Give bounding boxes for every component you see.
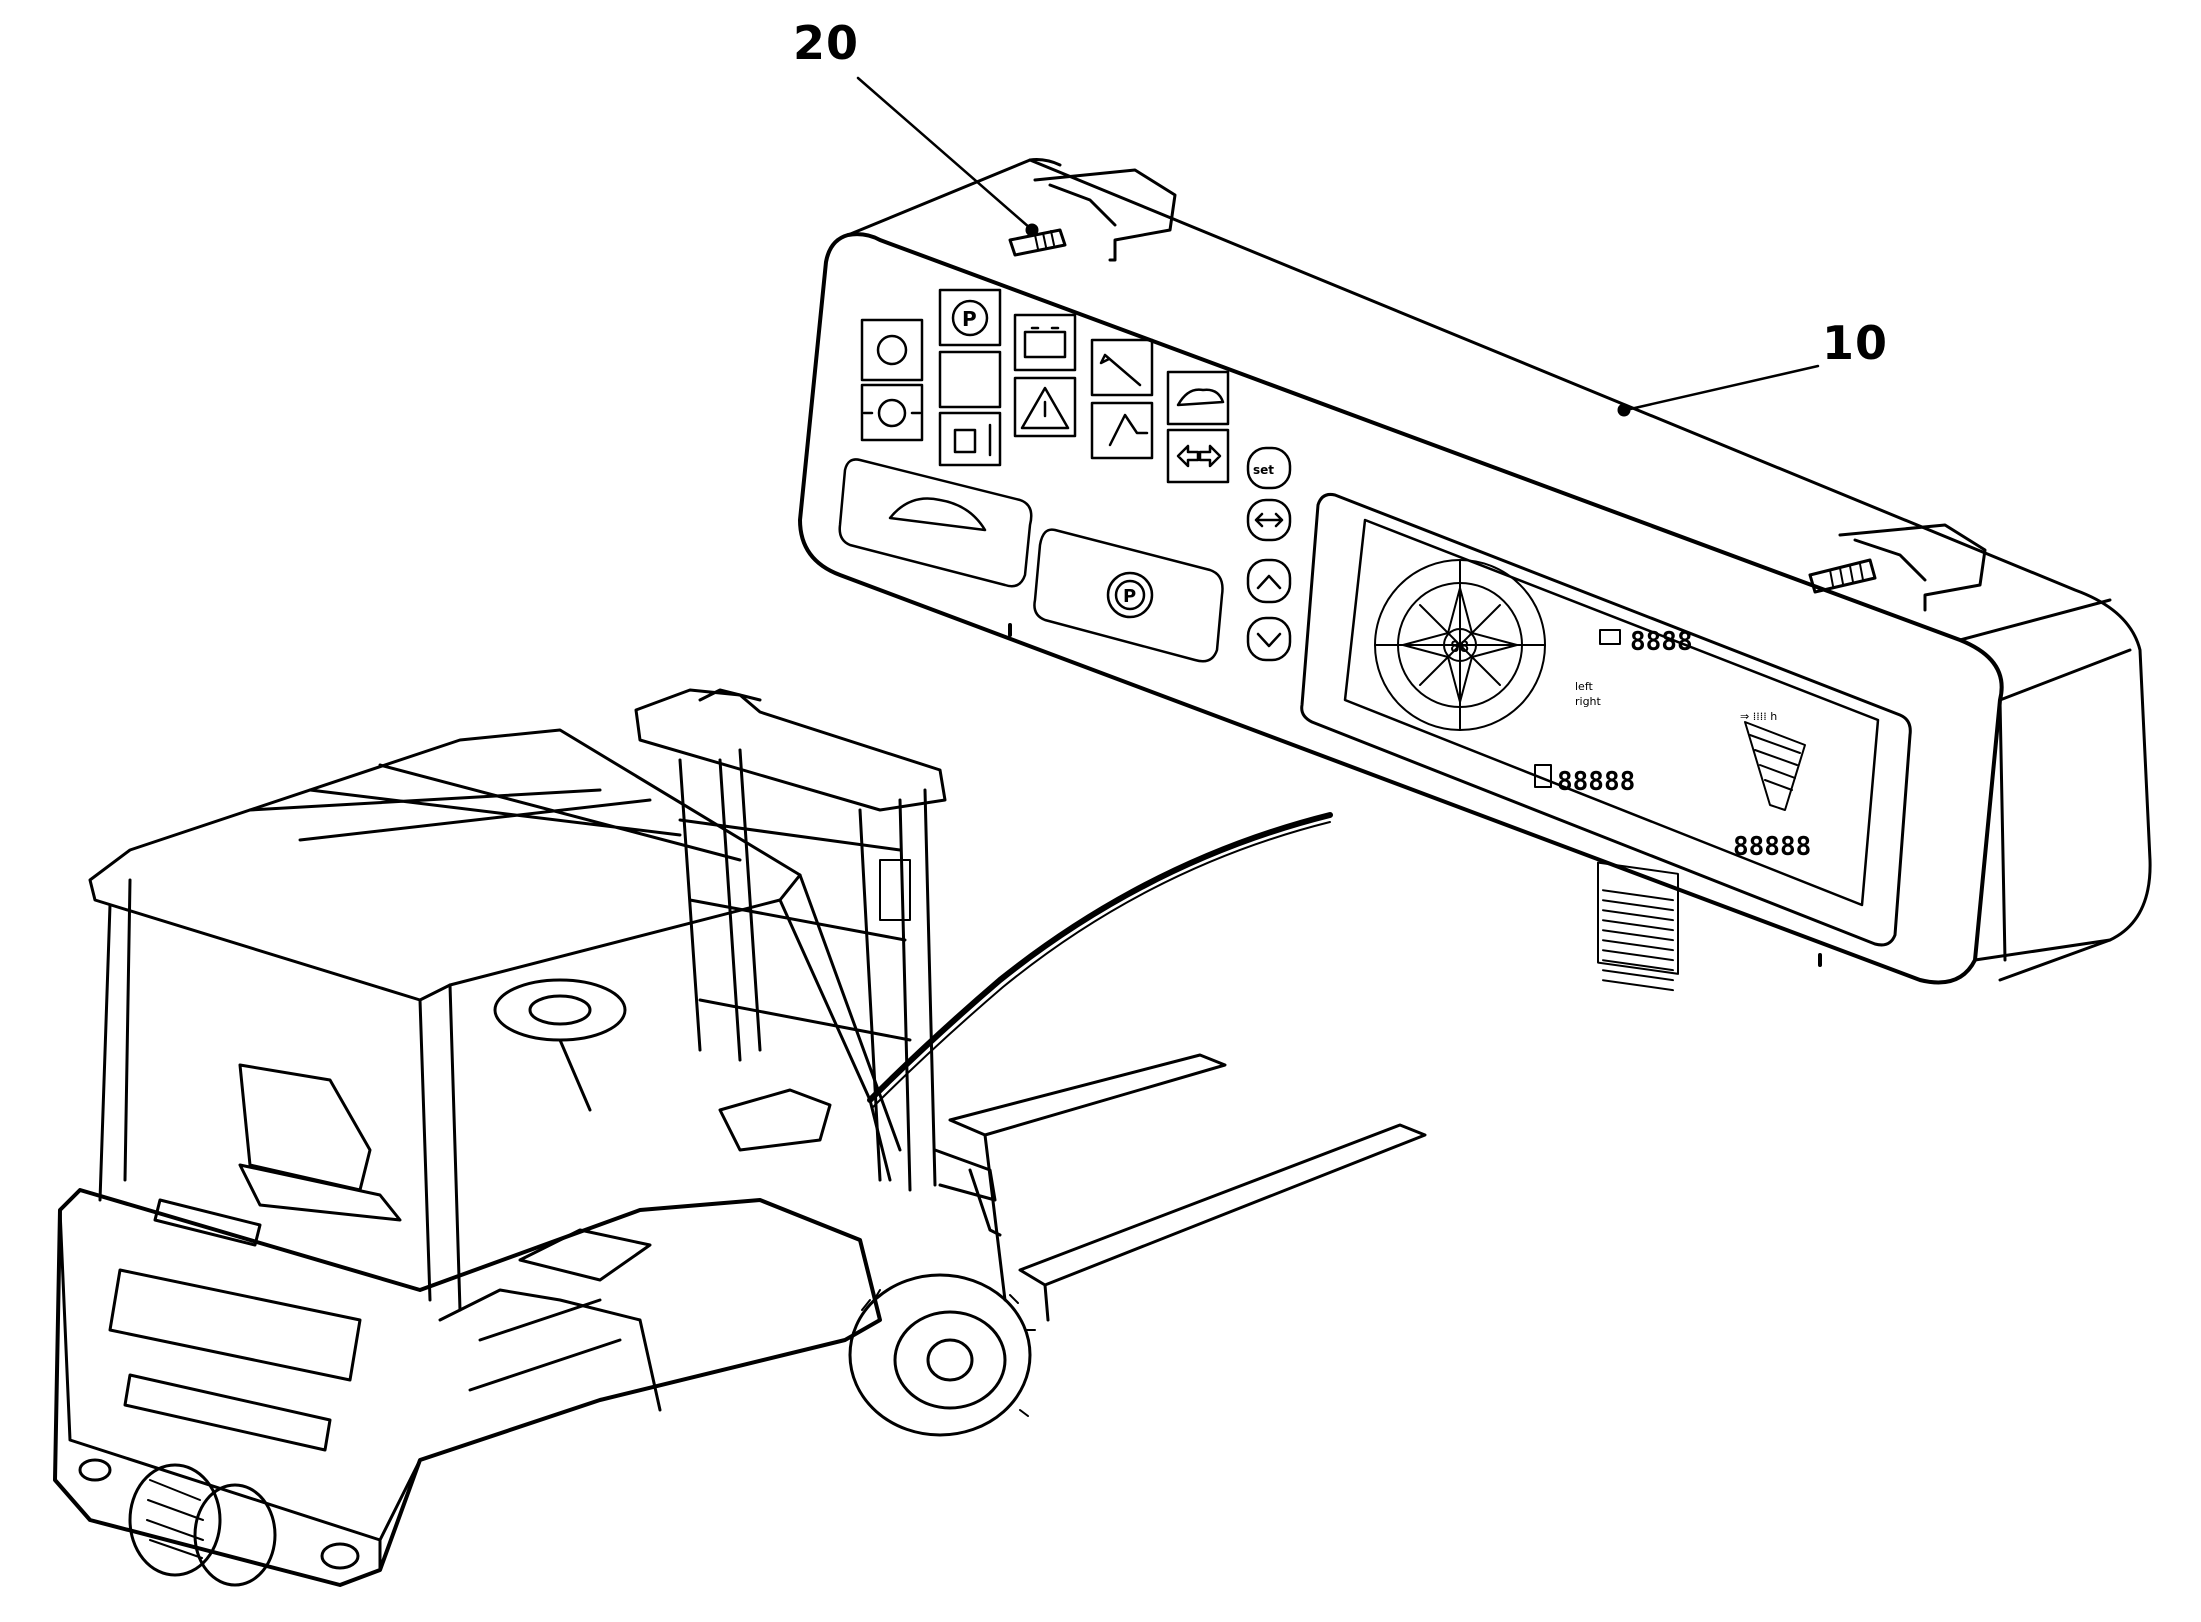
forklift	[53, 688, 1427, 1587]
front-wheel	[848, 1273, 1036, 1437]
battery-bar-graph	[1597, 861, 1679, 992]
vehicle-mode-button	[838, 458, 1033, 588]
forks	[948, 1053, 1427, 1322]
temperature-icon-box	[938, 411, 1002, 467]
mounting-clip-left	[1033, 168, 1177, 262]
up-button	[1246, 558, 1292, 604]
overhead-guard	[88, 728, 902, 1312]
lcd-right-digits: 88888	[1733, 832, 1811, 862]
svg-text:P: P	[962, 307, 977, 331]
lcd-right-header: ⇒ ⁞⁞⁞⁞ h	[1740, 710, 1777, 723]
down-button	[1246, 616, 1292, 662]
lcd-small-digits: 8888	[1630, 627, 1693, 657]
callout-label-20: 20	[793, 16, 860, 70]
brake-warning-icon-box	[860, 383, 924, 442]
steering-indicator	[1374, 559, 1546, 731]
steering-wheel	[493, 978, 627, 1112]
callout-label-10: 10	[1822, 316, 1889, 370]
connection-cable	[867, 812, 1333, 1103]
nav-buttons: set	[1246, 446, 1292, 662]
vehicle-icon-box	[1166, 370, 1230, 426]
display-panel: P P	[798, 158, 2152, 992]
battery-icon-box	[1013, 313, 1077, 372]
speed-indicator	[1744, 721, 1806, 811]
operator-seat	[238, 1063, 402, 1222]
svg-text:set: set	[1253, 463, 1274, 477]
svg-text:P: P	[1123, 586, 1136, 607]
service-wrench-icon-box	[1090, 338, 1154, 397]
set-button	[1246, 446, 1292, 490]
chassis	[53, 1188, 882, 1587]
lcd-display: 88 left right 8888 ⇒ ⁞⁞⁞⁞ h 88888 88888	[1300, 493, 1912, 992]
lcd-lower-digits: 88888	[1557, 767, 1635, 797]
mast	[634, 688, 1002, 1237]
lcd-small-label-2: right	[1575, 695, 1602, 708]
engine-oil-icon-box	[860, 318, 924, 382]
mounting-clip-right	[1808, 523, 1987, 612]
toggle-button	[1246, 498, 1292, 542]
parking-brake-icon-box	[938, 288, 1002, 347]
indicator-grid: P	[860, 288, 1230, 484]
parking-brake-button: P	[1033, 528, 1224, 663]
lcd-center-digits: 88	[1450, 637, 1469, 656]
leader-line-10	[1617, 364, 1820, 417]
mounted-display	[718, 1088, 832, 1152]
direction-arrows-icon-box	[1166, 428, 1230, 484]
screw-20	[1008, 228, 1067, 257]
rear-wheels	[128, 1463, 277, 1587]
warning-triangle-icon-box	[1013, 376, 1077, 438]
seat-belt-icon-box	[1090, 401, 1154, 460]
blank-icon-box	[938, 350, 1002, 409]
leader-line-20	[856, 76, 1039, 237]
lcd-small-label-1: left	[1575, 680, 1594, 693]
